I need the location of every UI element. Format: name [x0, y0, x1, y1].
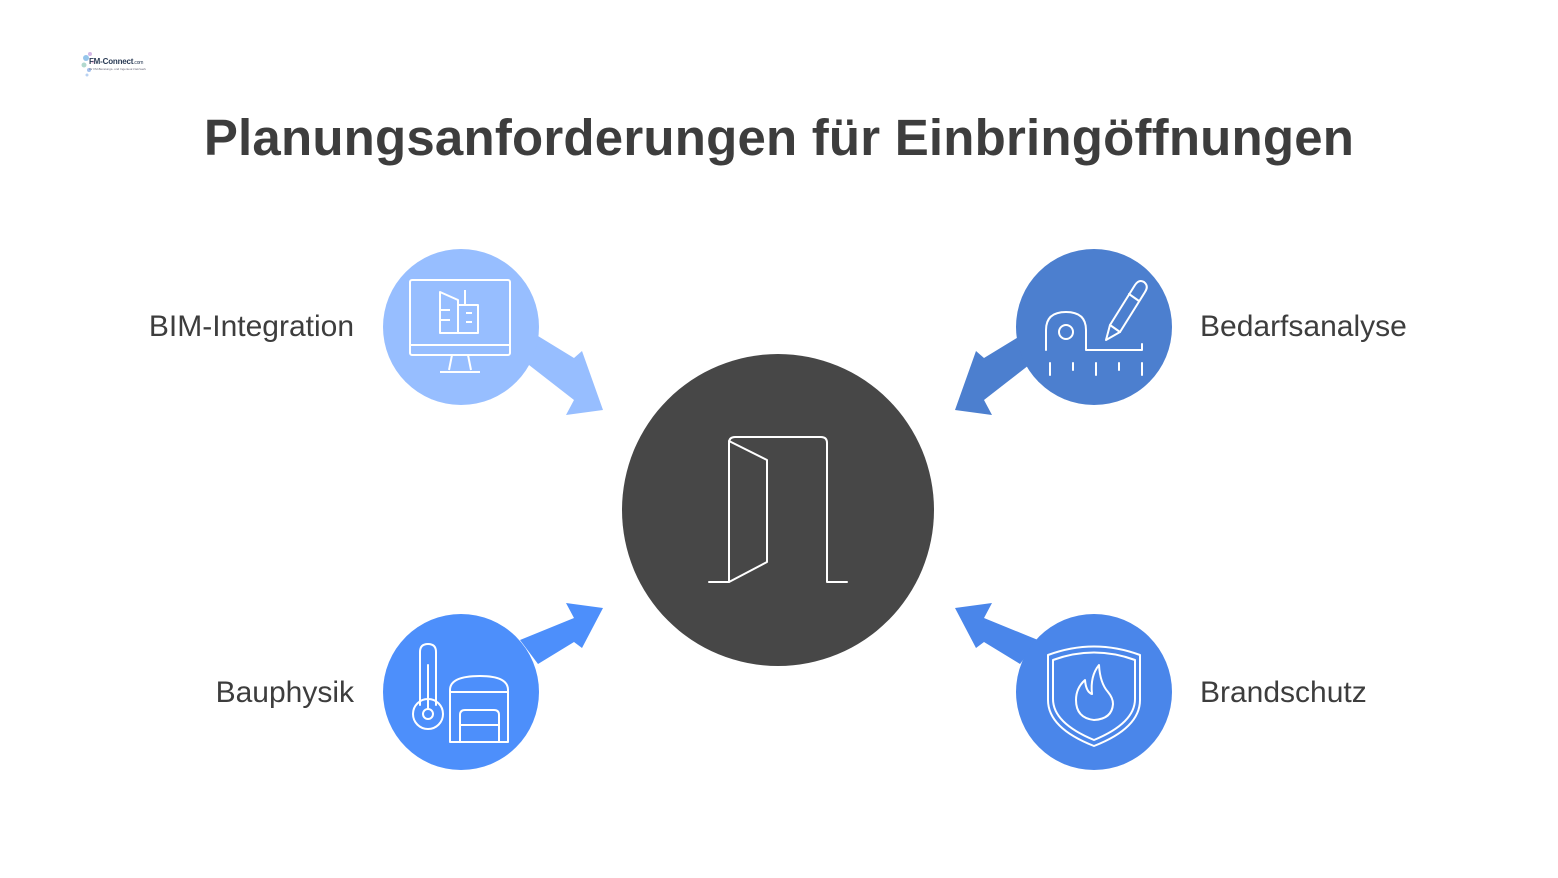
- fire-shield-icon: [1047, 645, 1141, 747]
- logo-brand: FM-Connect.com: [89, 57, 144, 66]
- logo-mark: [81, 52, 95, 77]
- measuring-tape-pencil-icon: [1045, 280, 1148, 376]
- arrow-bim-integration: [520, 336, 603, 415]
- node-bim-integration: [383, 249, 539, 405]
- label-bim-integration: BIM-Integration: [148, 310, 354, 343]
- open-door-icon: [708, 436, 848, 583]
- center-circle: [622, 354, 934, 666]
- arrow-bauphysik: [520, 603, 603, 664]
- fm-connect-logo: FM-Connect.com Ihr FM-Beratungs- und Ing…: [80, 50, 146, 78]
- center-node: [622, 354, 934, 666]
- arrow-bedarfsanalyse: [955, 336, 1038, 415]
- node-bauphysik: [383, 614, 539, 770]
- thermometer-building-icon: [412, 643, 509, 743]
- node-brandschutz: [1016, 614, 1172, 770]
- page-title: Planungsanforderungen für Einbringöffnun…: [203, 109, 1355, 166]
- label-bauphysik: Bauphysik: [215, 676, 354, 709]
- logo-tagline: Ihr FM-Beratungs- und Ingenieur-Netzwerk: [89, 67, 147, 71]
- label-brandschutz: Brandschutz: [1200, 676, 1367, 709]
- node-bedarfsanalyse: [1016, 249, 1172, 405]
- arrow-brandschutz: [955, 603, 1038, 664]
- monitor-building-icon: [409, 279, 511, 373]
- label-bedarfsanalyse: Bedarfsanalyse: [1200, 310, 1407, 343]
